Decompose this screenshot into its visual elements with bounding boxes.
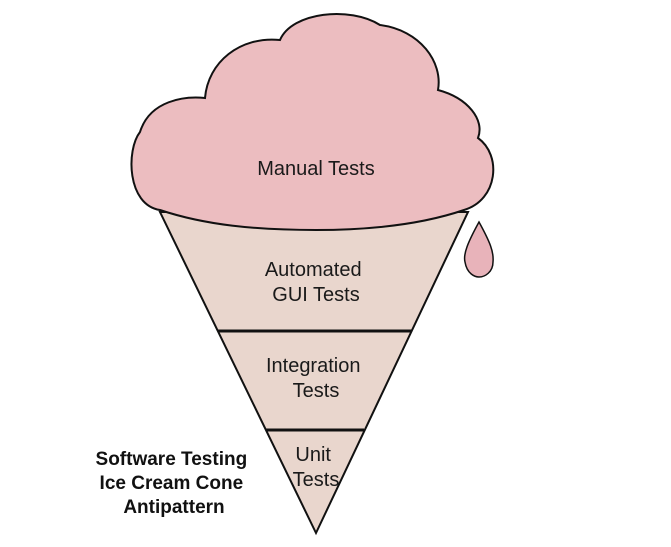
gui-tests-line-2: GUI Tests	[272, 284, 359, 306]
manual-tests-label: Manual Tests	[257, 158, 374, 180]
caption-line-1: Software Testing	[96, 449, 248, 470]
drip-drop	[463, 220, 494, 278]
caption-line-3: Antipattern	[123, 497, 224, 518]
diagram-caption: Software Testing Ice Cream Cone Antipatt…	[96, 449, 253, 518]
ice-cream-scoop	[130, 13, 495, 232]
caption-line-2: Ice Cream Cone	[100, 473, 244, 494]
unit-tests-line-1: Unit	[295, 444, 331, 466]
unit-tests-line-2: Tests	[293, 469, 340, 491]
gui-tests-line-1: Automated	[265, 259, 362, 281]
integration-tests-label: Integration Tests	[266, 355, 366, 402]
integration-tests-line-1: Integration	[266, 355, 361, 377]
gui-tests-label: Automated GUI Tests	[265, 259, 367, 306]
unit-tests-label: Unit Tests	[293, 444, 340, 491]
integration-tests-line-2: Tests	[293, 380, 340, 402]
manual-tests-line-1: Manual Tests	[257, 158, 374, 180]
